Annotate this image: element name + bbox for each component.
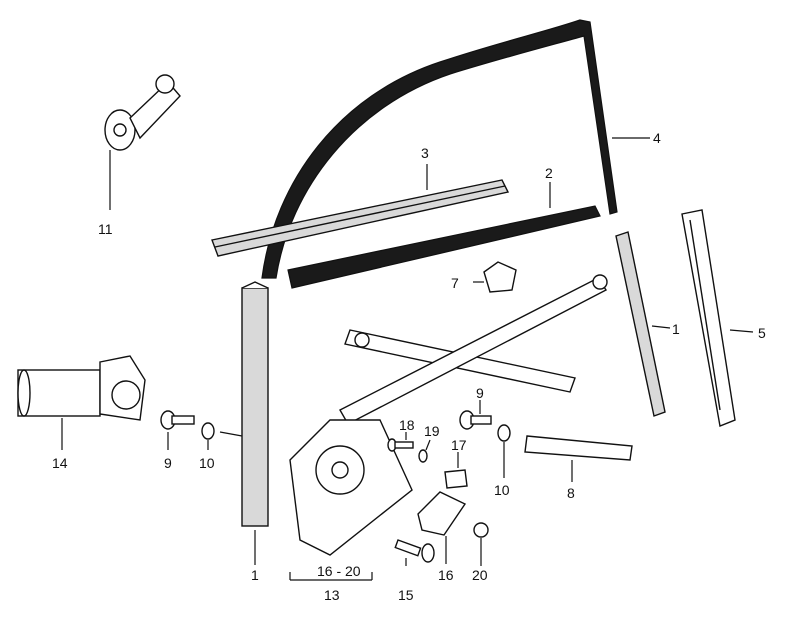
callout-10-left: 10 [199,455,215,471]
callout-8: 8 [567,485,575,501]
callout-4: 4 [653,130,661,146]
callout-17: 17 [451,437,467,453]
part-1-left-guide-rail [241,281,269,527]
callout-5: 5 [758,325,766,341]
part-5-rear-guide [681,209,736,427]
callout-16: 16 [438,567,454,583]
part-20-nut [473,522,489,538]
callout-19: 19 [424,423,440,439]
callout-16-20: 16 - 20 [317,563,361,579]
callout-labels: 11 3 2 4 7 1 5 14 9 10 1 16 - 20 13 9 18… [52,130,766,603]
callout-13: 13 [324,587,340,603]
part-1-right-guide-rail [615,231,666,417]
part-17-block [444,469,468,489]
part-10-washer-right [497,424,511,442]
part-19-washer [418,449,428,463]
callout-18: 18 [399,417,415,433]
part-16-bracket [417,491,467,536]
callout-10-right: 10 [494,482,510,498]
part-18-screw [387,438,414,452]
callout-15: 15 [398,587,414,603]
callout-3: 3 [421,145,429,161]
callout-7: 7 [451,275,459,291]
callout-20: 20 [472,567,488,583]
part-3-inner-belt-strip [211,179,510,257]
part-14-window-motor [17,355,146,421]
callout-2: 2 [545,165,553,181]
callout-9-left: 9 [164,455,172,471]
callout-9-right: 9 [476,385,484,401]
part-9-bolt-right [459,410,492,430]
part-4-frame-seal [261,19,618,279]
regulator-base-plate [289,419,413,556]
part-15-bolt [394,539,435,563]
part-10-washer-left [201,422,215,440]
part-8-strip [524,435,633,461]
callout-11: 11 [98,221,113,237]
callout-14: 14 [52,455,68,471]
part-11-crank-handle [104,74,181,151]
part-9-bolt-left [160,410,195,430]
part-7-clip [483,261,517,293]
callout-1-left: 1 [251,567,259,583]
regulator-scissor-arms [339,274,608,425]
callout-1-right: 1 [672,321,680,337]
part-2-outer-belt-seal [287,205,601,289]
leader-lines [61,137,754,581]
